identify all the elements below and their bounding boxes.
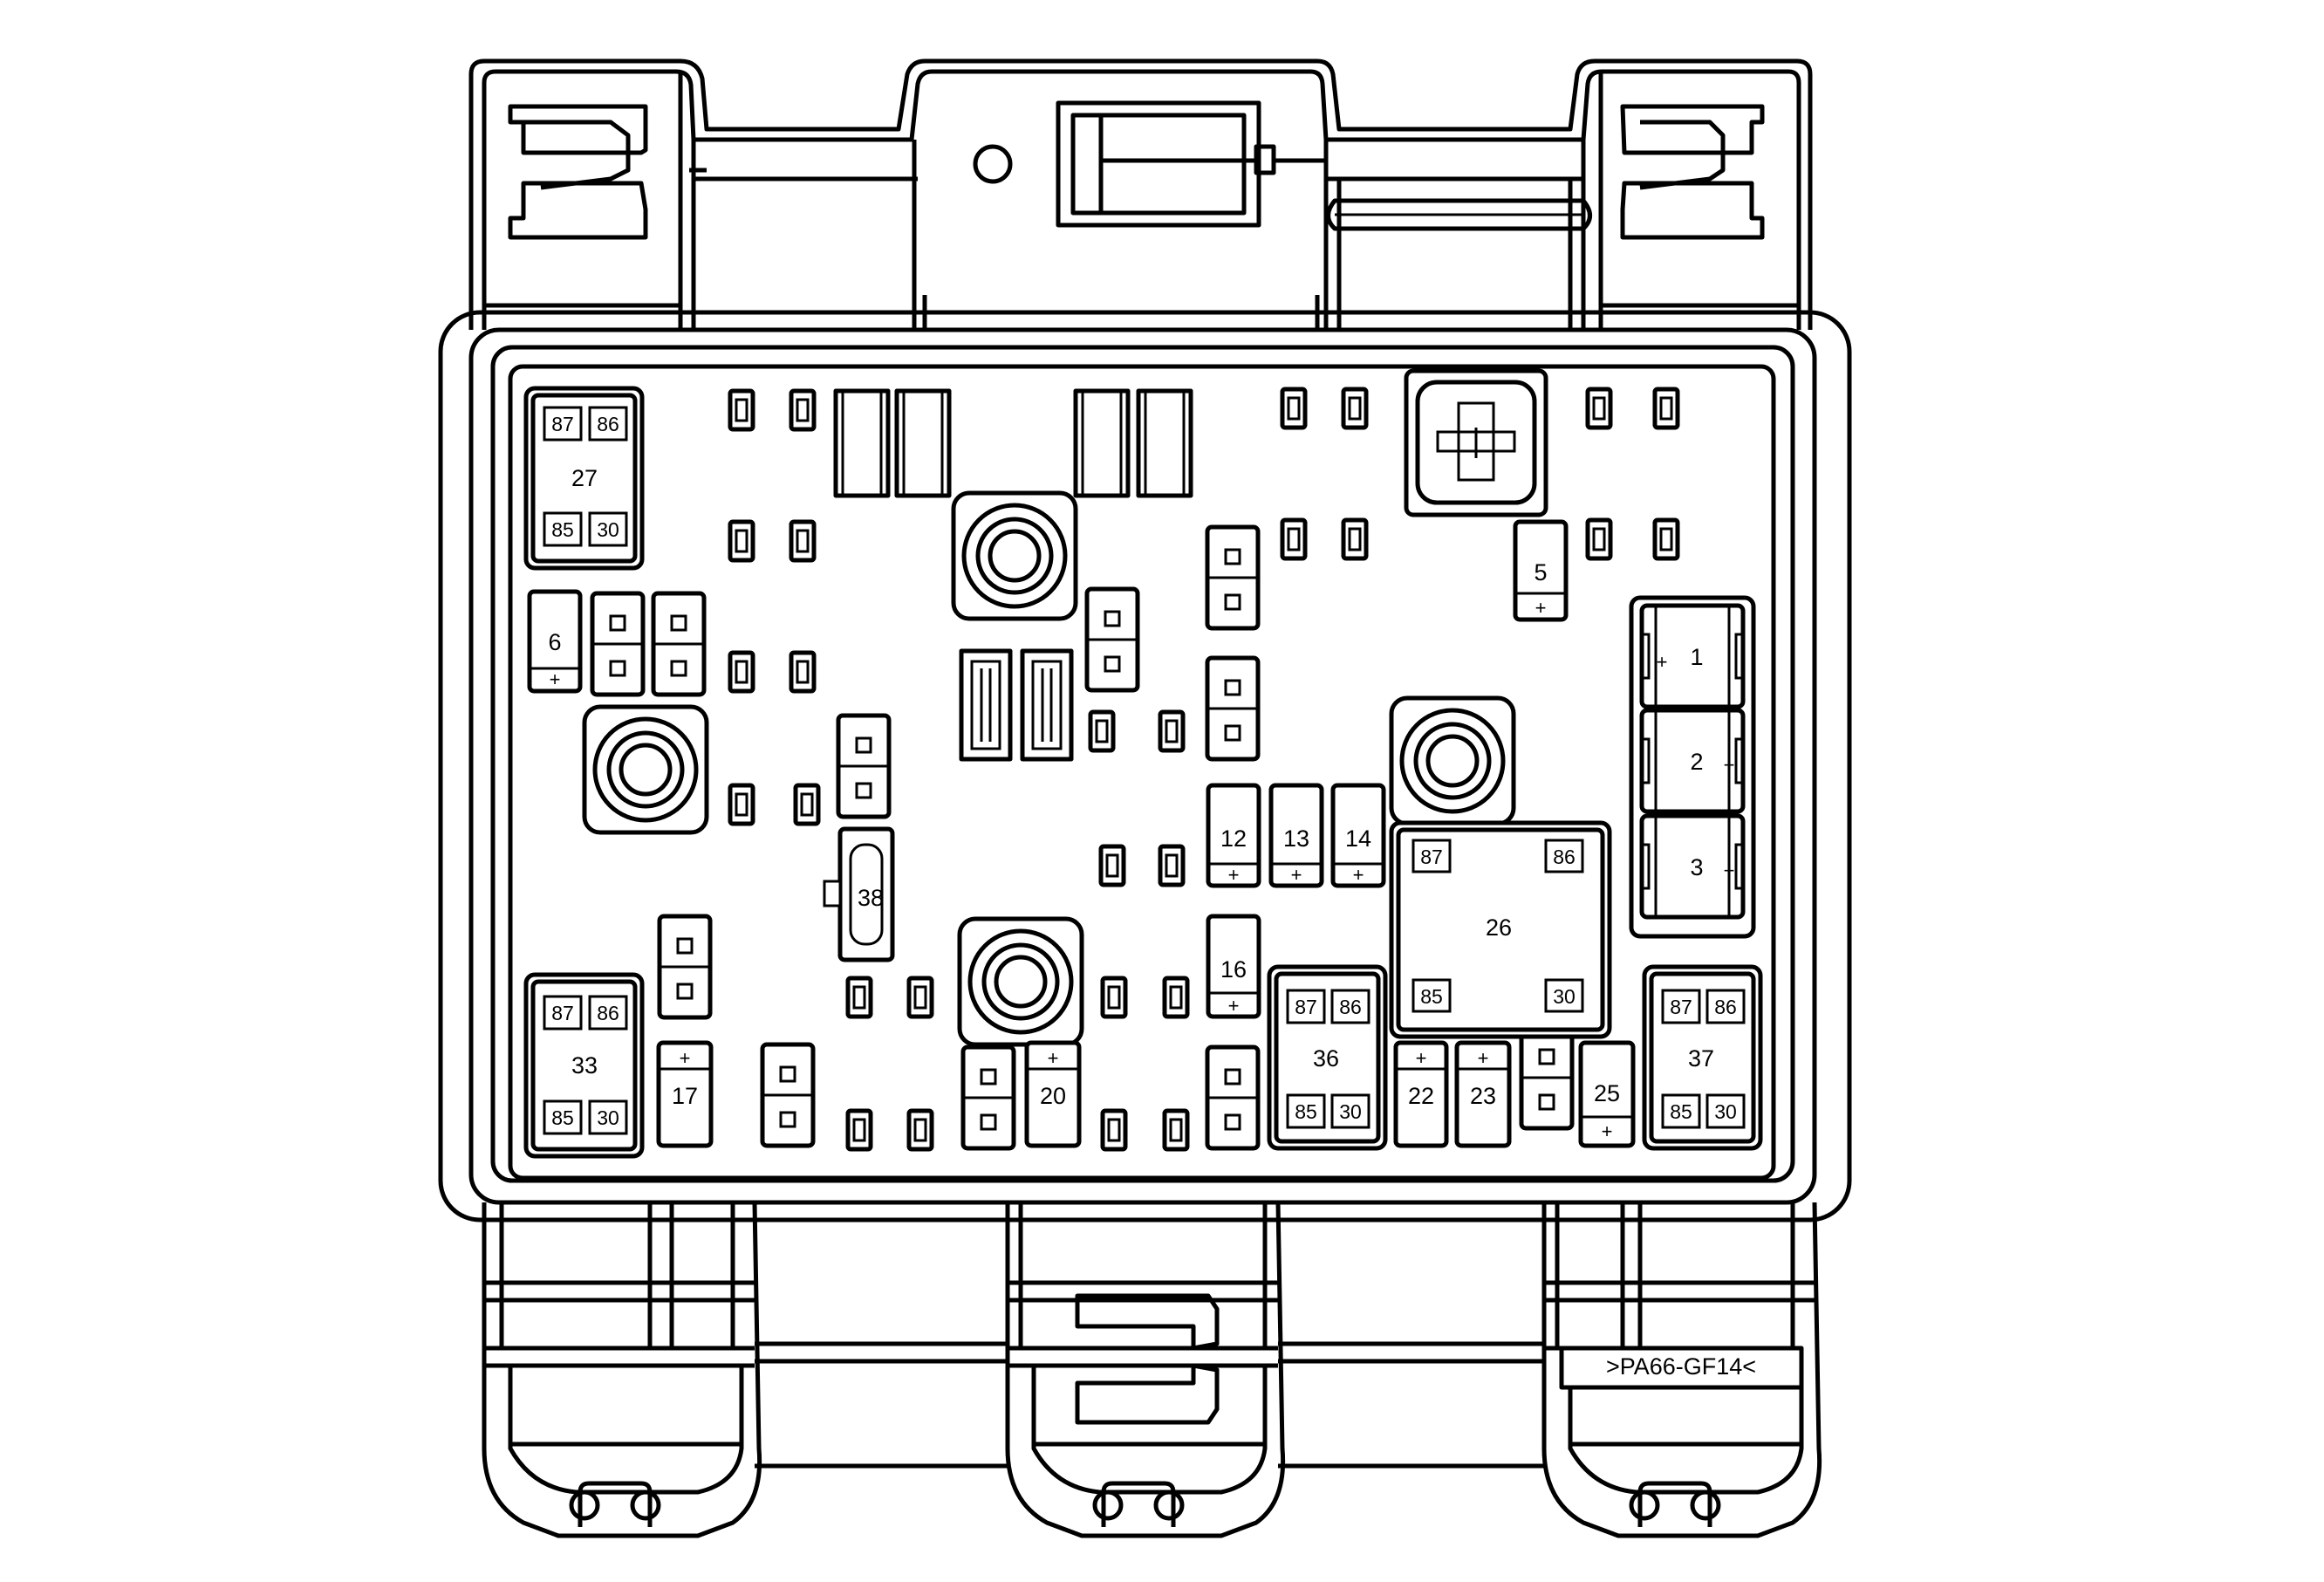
svg-text:23: 23	[1470, 1083, 1496, 1109]
svg-text:+: +	[550, 668, 561, 690]
svg-text:37: 37	[1688, 1045, 1714, 1072]
svg-text:86: 86	[597, 1002, 619, 1024]
svg-text:85: 85	[551, 518, 574, 541]
svg-text:27: 27	[571, 465, 598, 491]
bottom-connectors	[482, 1202, 1822, 1538]
svg-text:30: 30	[1339, 1100, 1362, 1123]
svg-text:87: 87	[551, 1002, 574, 1024]
svg-text:1: 1	[1690, 644, 1703, 670]
svg-text:25: 25	[1594, 1080, 1620, 1106]
fuse-38: 38	[823, 826, 895, 962]
bolt-stud-upper-center	[954, 493, 1076, 619]
relay-26: 87 86 26 85 30	[1389, 820, 1612, 1039]
svg-text:13: 13	[1283, 825, 1309, 852]
svg-text:85: 85	[1295, 1100, 1317, 1123]
svg-text:+: +	[1535, 597, 1547, 619]
svg-text:86: 86	[1339, 996, 1362, 1018]
relay-37: 87 86 37 85 30	[1642, 964, 1763, 1151]
svg-text:+: +	[1353, 864, 1364, 886]
svg-text:33: 33	[571, 1052, 598, 1079]
fuse-5: 5 +	[1513, 519, 1569, 622]
maxi-fuse-bank	[1629, 595, 1756, 939]
svg-text:+: +	[1228, 864, 1240, 886]
svg-text:20: 20	[1040, 1083, 1066, 1109]
svg-text:86: 86	[597, 413, 619, 435]
svg-text:30: 30	[1553, 985, 1576, 1008]
bolt-stud-right	[1391, 698, 1514, 824]
fuse-13: 13 +	[1268, 783, 1324, 888]
svg-text:30: 30	[597, 1106, 619, 1129]
fuse-12: 12 +	[1206, 783, 1261, 888]
relay-36: 87 86 36 85 30	[1267, 964, 1388, 1151]
maxi-fuse-3: 3 +	[1642, 816, 1743, 917]
bolt-stud-lower-center	[960, 919, 1082, 1044]
fuse-20: + 20	[1024, 1040, 1082, 1148]
svg-text:14: 14	[1345, 825, 1371, 852]
svg-text:2: 2	[1690, 749, 1703, 775]
svg-text:30: 30	[597, 518, 619, 541]
svg-text:86: 86	[1714, 996, 1737, 1018]
svg-text:22: 22	[1408, 1083, 1434, 1109]
fuse-14: 14 +	[1330, 783, 1386, 888]
diagnostic-connector	[1404, 368, 1548, 517]
fuse-25: 25 +	[1578, 1040, 1636, 1148]
material-marking: >PA66-GF14<	[1606, 1353, 1756, 1380]
svg-text:38: 38	[858, 885, 884, 911]
fuse-23: + 23	[1454, 1040, 1512, 1148]
svg-text:+: +	[1724, 859, 1735, 881]
svg-text:6: 6	[548, 629, 561, 655]
svg-text:+: +	[1416, 1047, 1427, 1069]
svg-text:87: 87	[1420, 846, 1443, 868]
fuse-16: 16 +	[1206, 914, 1261, 1019]
svg-text:87: 87	[1670, 996, 1692, 1018]
svg-text:85: 85	[1420, 985, 1443, 1008]
svg-text:5: 5	[1534, 559, 1547, 586]
svg-text:+: +	[1602, 1120, 1613, 1142]
svg-text:85: 85	[1670, 1100, 1692, 1123]
svg-text:26: 26	[1486, 914, 1512, 941]
maxi-fuse-2: 2 +	[1642, 710, 1743, 812]
fuse-6: 6 +	[527, 589, 583, 694]
svg-text:16: 16	[1220, 956, 1247, 983]
svg-text:36: 36	[1313, 1045, 1339, 1072]
fuse-17: + 17	[656, 1040, 714, 1148]
svg-text:+: +	[1291, 864, 1302, 886]
relay-33: 87 86 33 85 30	[523, 972, 645, 1159]
svg-text:+: +	[1724, 754, 1735, 776]
housing-outline	[438, 310, 1852, 1222]
top-mounting-tabs	[468, 58, 1813, 330]
svg-text:12: 12	[1220, 825, 1247, 852]
svg-text:85: 85	[551, 1106, 574, 1129]
svg-text:87: 87	[1295, 996, 1317, 1018]
svg-text:3: 3	[1690, 854, 1703, 880]
svg-text:+: +	[1478, 1047, 1489, 1069]
svg-text:+: +	[680, 1047, 691, 1069]
svg-text:+: +	[1228, 995, 1240, 1017]
fuse-22: + 22	[1393, 1040, 1449, 1148]
bolt-stud-left	[584, 707, 707, 832]
svg-text:86: 86	[1553, 846, 1576, 868]
svg-text:+: +	[1657, 651, 1668, 673]
svg-text:87: 87	[551, 413, 574, 435]
svg-text:30: 30	[1714, 1100, 1737, 1123]
svg-text:+: +	[1048, 1047, 1059, 1069]
relay-27: 87 86 27 85 30	[523, 386, 645, 571]
maxi-fuse-1: 1 +	[1642, 606, 1743, 707]
svg-text:17: 17	[672, 1083, 698, 1109]
